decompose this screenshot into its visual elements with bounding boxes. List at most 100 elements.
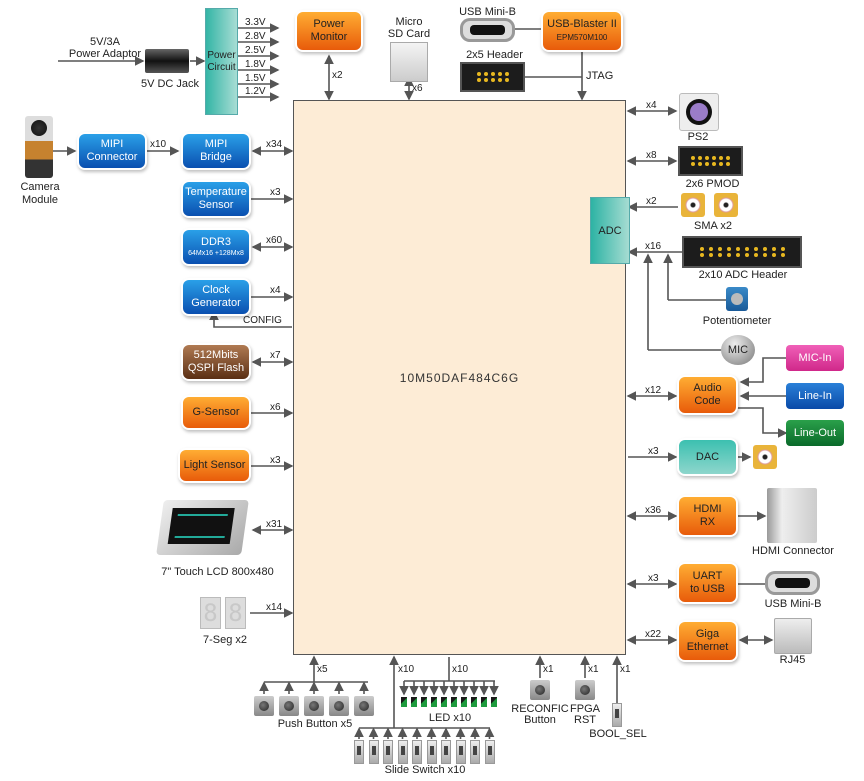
- fpga-rst-label-1: FPGA: [570, 703, 600, 715]
- usb-blaster-line1: USB-Blaster II: [547, 18, 617, 30]
- light-sensor-bus: x3: [270, 455, 281, 466]
- power-adaptor-label-2: Power Adaptor: [68, 48, 142, 60]
- light-sensor-block: Light Sensor: [180, 450, 249, 481]
- sma-bus: x2: [646, 196, 657, 207]
- ddr3-line2: 64Mx16 +128Mx8: [188, 250, 244, 257]
- power-monitor-bus: x2: [332, 70, 343, 81]
- ddr3-line1: DDR3: [201, 236, 231, 248]
- light-sensor-label: Light Sensor: [183, 459, 246, 471]
- rail-label: 1.5V: [245, 73, 266, 84]
- mic-in-label: MIC-In: [798, 352, 832, 364]
- dc-jack-label: 5V DC Jack: [140, 78, 200, 90]
- dac-label: DAC: [695, 450, 720, 463]
- mic-in-jack: MIC-In: [786, 345, 844, 371]
- push-button-label: Push Button x5: [277, 718, 353, 730]
- usb-blaster-block: USB-Blaster II EPM570M100: [543, 12, 621, 50]
- camera-label-1: Camera: [20, 181, 60, 193]
- dac-block: DAC: [679, 440, 736, 474]
- qspi-line2: QSPI Flash: [187, 362, 245, 374]
- rail-label: 3.3V: [245, 17, 266, 28]
- sma-label: SMA x2: [694, 220, 732, 232]
- mipi-bridge-block: MIPI Bridge: [183, 134, 249, 168]
- potentiometer-label: Potentiometer: [702, 315, 772, 327]
- potentiometer-icon: [726, 287, 748, 311]
- line-in-jack: Line-In: [786, 383, 844, 409]
- bool-sel-switch-icon: [612, 703, 622, 727]
- rail-label: 1.8V: [245, 59, 266, 70]
- power-monitor-line1: Power: [313, 18, 345, 30]
- g-sensor-label: G-Sensor: [192, 406, 240, 418]
- ethernet-line1: Giga: [695, 628, 720, 640]
- clock-gen-line1: Clock: [202, 284, 230, 296]
- slide-switch-icon[interactable]: [354, 740, 364, 764]
- pmod-bus: x8: [646, 150, 657, 161]
- seven-seg-digit-icon: 8: [200, 597, 221, 629]
- sd-card-bus: x6: [412, 83, 423, 94]
- adc-header-label: 2x10 ADC Header: [698, 269, 788, 281]
- led-icon: [481, 697, 487, 707]
- ps2-bus: x4: [646, 100, 657, 111]
- sd-card-label-1: Micro: [395, 16, 423, 28]
- touch-lcd-icon: [156, 500, 249, 555]
- led-label: LED x10: [428, 712, 472, 724]
- uart-bus: x3: [648, 573, 659, 584]
- slide-switch-label: Slide Switch x10: [384, 764, 466, 776]
- slide-switch-icon[interactable]: [484, 740, 495, 764]
- fpga-block: 10M50DAF484C6G: [293, 100, 626, 655]
- qspi-flash-block: 512Mbits QSPI Flash: [183, 345, 249, 379]
- header-2x5-icon: [460, 62, 525, 92]
- mic-icon: MIC: [721, 335, 755, 365]
- adc-header-bus: x16: [645, 241, 662, 252]
- reconfig-button-icon: [530, 680, 550, 700]
- bool-sel-bus: x1: [620, 664, 631, 675]
- touch-lcd-label: 7" Touch LCD 800x480: [161, 566, 274, 578]
- clock-gen-line2: Generator: [191, 297, 241, 309]
- usb-mini-b-icon: [765, 571, 820, 595]
- g-sensor-block: G-Sensor: [183, 397, 249, 428]
- hdmi-connector-icon: [767, 488, 817, 543]
- led-icon: [421, 697, 427, 707]
- led-icon: [441, 697, 447, 707]
- dac-sma-icon: [753, 445, 777, 469]
- mipi-connector-line2: Connector: [86, 151, 138, 163]
- line-out-jack: Line-Out: [786, 420, 844, 446]
- slide-switch-icon[interactable]: [383, 740, 393, 764]
- qspi-line1: 512Mbits: [193, 349, 239, 361]
- ddr3-bus: x60: [266, 235, 283, 246]
- adc-block: ADC: [590, 197, 630, 264]
- sma-connector-icon: [681, 193, 705, 217]
- slide-switch-icon[interactable]: [397, 740, 408, 764]
- audio-line1: Audio: [693, 382, 722, 394]
- power-circuit-line2: Circuit: [207, 61, 236, 73]
- slide-switch-icon[interactable]: [455, 740, 466, 764]
- slide-switch-icon[interactable]: [470, 740, 480, 764]
- qspi-bus: x7: [270, 350, 281, 361]
- slide-switch-icon[interactable]: [412, 740, 422, 764]
- usb-blaster-line2: EPM570M100: [556, 33, 608, 42]
- audio-codec-block: Audio Code: [679, 377, 736, 413]
- slide-switch-icon[interactable]: [426, 740, 437, 764]
- power-adaptor-label-1: 5V/3A: [90, 36, 120, 48]
- ethernet-bus: x22: [645, 629, 662, 640]
- slide-switch-icon[interactable]: [368, 740, 379, 764]
- mipi-connector-block: MIPI Connector: [79, 134, 145, 168]
- clock-gen-bus: x4: [270, 285, 281, 296]
- temp-sensor-bus: x3: [270, 187, 281, 198]
- temp-sensor-line2: Sensor: [198, 199, 234, 211]
- camera-module-icon: [25, 116, 53, 178]
- slide-switch-icon[interactable]: [441, 740, 451, 764]
- fpga-rst-bus: x1: [588, 664, 599, 675]
- clock-generator-block: Clock Generator: [183, 280, 249, 314]
- hdmi-connector-label: HDMI Connector: [752, 545, 834, 557]
- reconfig-bus: x1: [543, 664, 554, 675]
- seven-seg-digit-icon: 8: [225, 597, 246, 629]
- led-icon: [451, 697, 457, 707]
- audio-bus: x12: [645, 385, 662, 396]
- jtag-label: JTAG: [586, 70, 614, 82]
- power-monitor-block: Power Monitor: [297, 12, 361, 50]
- led-icon: [471, 697, 477, 707]
- temperature-sensor-block: Temperature Sensor: [183, 182, 249, 216]
- push-button-bus: x5: [317, 664, 328, 675]
- pmod-header-icon: [678, 146, 743, 176]
